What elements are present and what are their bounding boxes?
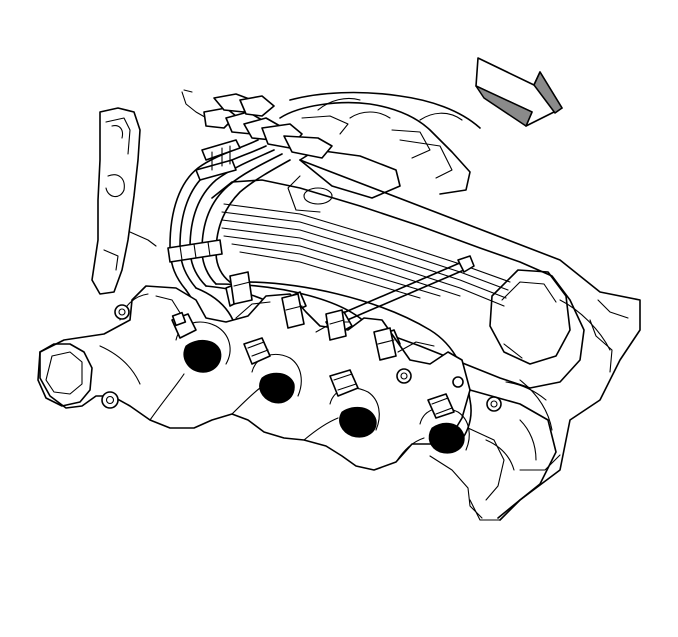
engine-block: [289, 91, 641, 521]
wire-support-rod: [335, 255, 475, 325]
direction-arrow: [475, 57, 563, 127]
spark-plug-boots: [171, 271, 455, 419]
exhaust-manifold: [37, 285, 502, 471]
valve-cover: [211, 179, 585, 389]
intake-manifold: [279, 97, 471, 213]
wire-support-bracket: [91, 107, 157, 295]
distributor-boots: [181, 89, 349, 159]
engine-lower-block: [429, 381, 557, 519]
